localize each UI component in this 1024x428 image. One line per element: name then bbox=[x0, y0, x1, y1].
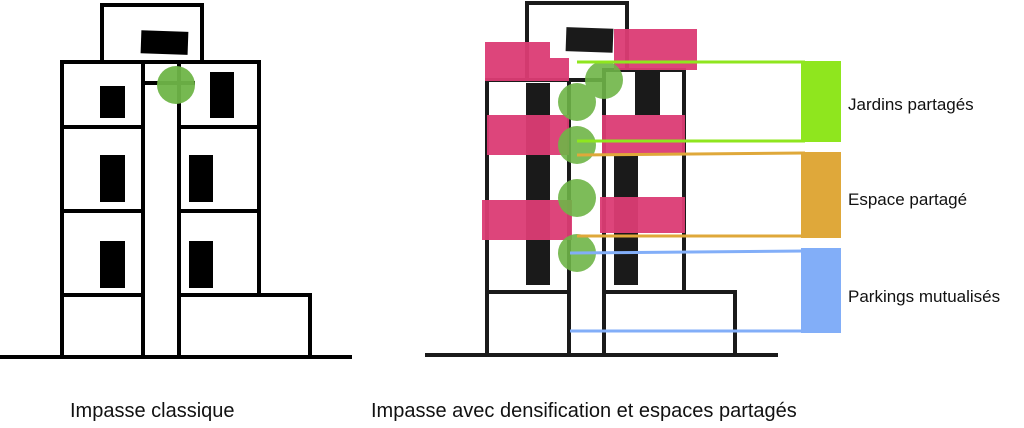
right-annex bbox=[177, 293, 312, 359]
tree-icon bbox=[585, 61, 623, 99]
trees bbox=[558, 61, 623, 272]
legend-jardins-label: Jardins partagés bbox=[848, 95, 974, 114]
legend-parkings-label: Parkings mutualisés bbox=[848, 287, 1001, 306]
extensions bbox=[482, 29, 697, 240]
bracket-jardins bbox=[577, 60, 841, 143]
right-annex bbox=[602, 290, 737, 357]
caption-classic: Impasse classique bbox=[70, 400, 235, 422]
tree-icon bbox=[558, 83, 596, 121]
classic-windows bbox=[100, 30, 234, 288]
caption-dense: Impasse avec densification et espaces pa… bbox=[371, 400, 797, 422]
tree-icon bbox=[558, 126, 596, 164]
dense-impasse-drawing bbox=[425, 1, 778, 357]
tree-icon bbox=[157, 66, 195, 104]
legend-espace-label: Espace partagé bbox=[848, 190, 968, 209]
top-building bbox=[100, 3, 204, 64]
tree-icon bbox=[558, 179, 596, 217]
bracket-espace bbox=[576, 151, 841, 238]
classic-impasse-drawing bbox=[0, 3, 352, 359]
bracket-parkings bbox=[569, 248, 841, 333]
